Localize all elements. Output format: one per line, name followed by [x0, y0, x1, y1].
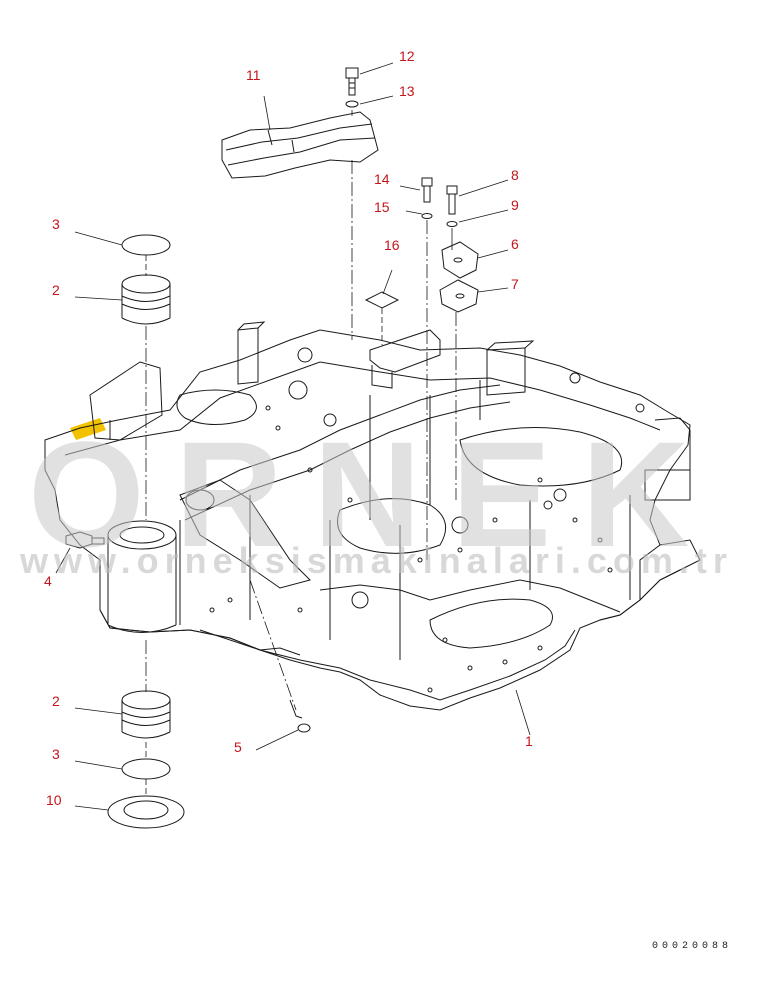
callout-13: 13 [399, 83, 415, 99]
thrust-washer-part-10 [108, 796, 184, 828]
bolt-part-12 [346, 68, 358, 95]
revolving-frame [45, 322, 700, 710]
frame-holes [209, 347, 645, 693]
watermark-url: www.orneksismakinalari.com.tr [20, 540, 733, 581]
callout-15: 15 [374, 199, 390, 215]
tag-part-16 [366, 292, 398, 308]
plate-part-7 [440, 280, 478, 312]
watermark-brand: ORNEK [28, 410, 720, 578]
pin-part-5 [290, 700, 310, 732]
callout-8: 8 [511, 167, 519, 183]
callout-11: 11 [246, 67, 261, 83]
fitting-part-4 [66, 532, 104, 548]
callout-2-lower: 2 [52, 693, 60, 709]
callout-5: 5 [234, 739, 242, 755]
washer-part-15 [422, 214, 432, 219]
document-number: 00020088 [652, 941, 733, 952]
washer-part-13 [346, 101, 358, 107]
accent-mark [70, 418, 106, 440]
bushing-part-2-lower [122, 691, 170, 738]
callout-1: 1 [525, 733, 533, 749]
callout-12: 12 [399, 48, 415, 64]
callout-3-upper: 3 [52, 216, 60, 232]
plate-part-6 [442, 242, 478, 278]
callout-16: 16 [384, 237, 400, 253]
ring-part-3-upper [122, 235, 170, 255]
callout-9: 9 [511, 197, 519, 213]
callout-3-lower: 3 [52, 746, 60, 762]
callout-2-upper: 2 [52, 282, 60, 298]
leader-lines [56, 63, 530, 810]
callout-6: 6 [511, 236, 519, 252]
ring-part-3-lower [122, 759, 170, 779]
bolt-part-14 [422, 178, 432, 202]
callout-14: 14 [374, 171, 390, 187]
bolt-part-8 [447, 186, 457, 214]
bushing-part-2-upper [122, 275, 170, 324]
callout-7: 7 [511, 276, 519, 292]
washer-part-9 [447, 222, 457, 227]
callout-4: 4 [44, 573, 52, 589]
callout-10: 10 [46, 792, 62, 808]
cover-part-11 [222, 112, 378, 178]
